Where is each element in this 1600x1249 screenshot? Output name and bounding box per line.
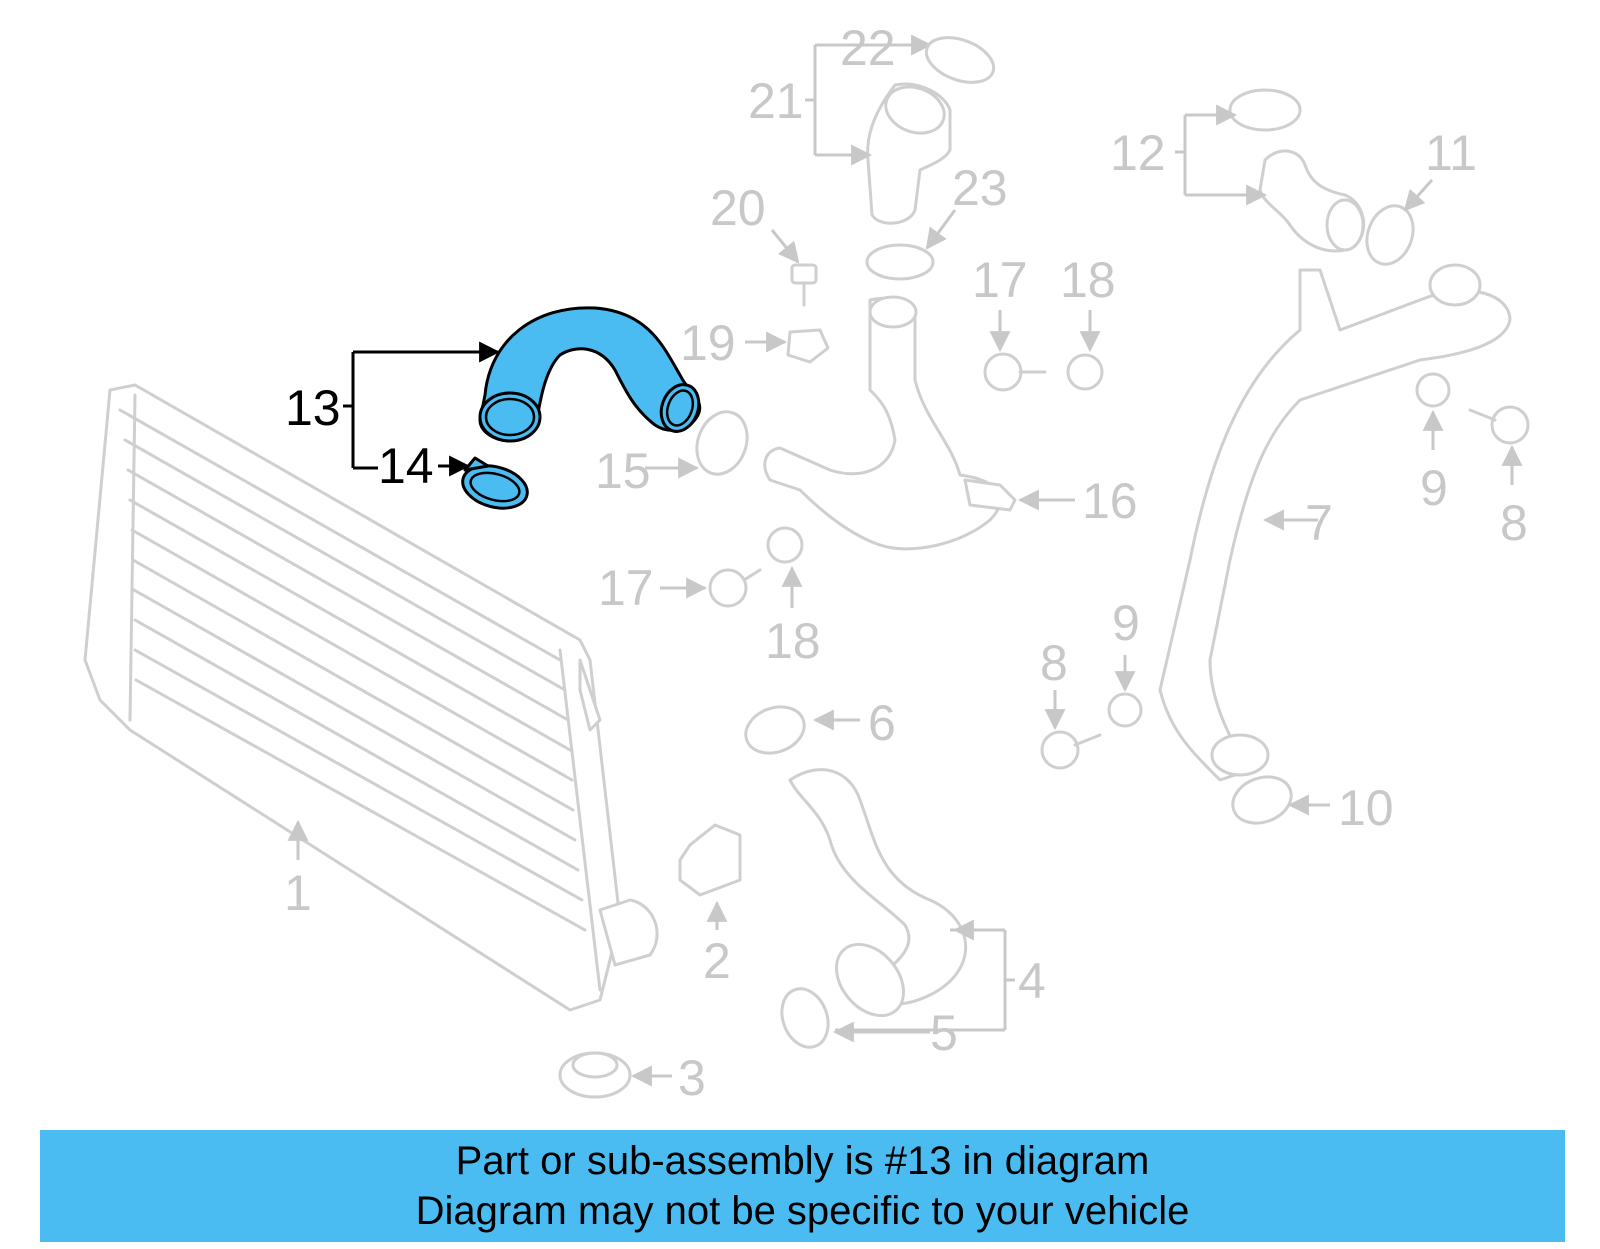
hose-clamp-14 bbox=[461, 456, 529, 510]
label-17-upper: 17 bbox=[972, 252, 1028, 308]
intercooler-radiator bbox=[83, 383, 659, 1012]
hose-clamp-10 bbox=[1231, 775, 1293, 825]
label-22: 22 bbox=[840, 20, 896, 76]
label-17-lower: 17 bbox=[598, 560, 654, 616]
label-14: 14 bbox=[378, 438, 434, 494]
label-16: 16 bbox=[1082, 473, 1138, 529]
lower-intercooler-hose bbox=[788, 768, 968, 1018]
central-charge-pipe bbox=[763, 295, 1017, 551]
label-8-right: 8 bbox=[1500, 495, 1528, 551]
bolt-20 bbox=[790, 263, 818, 307]
label-23: 23 bbox=[952, 160, 1008, 216]
label-7: 7 bbox=[1305, 495, 1333, 551]
label-15: 15 bbox=[595, 443, 651, 499]
label-11: 11 bbox=[1425, 125, 1477, 181]
grommet-9-lower bbox=[1107, 692, 1143, 728]
label-9-right: 9 bbox=[1420, 460, 1448, 516]
bracket-part bbox=[678, 823, 742, 897]
label-13: 13 bbox=[285, 380, 341, 436]
grommet-part bbox=[558, 1051, 632, 1099]
upper-hose-12 bbox=[1228, 88, 1366, 253]
hose-clamp-6 bbox=[744, 705, 806, 755]
label-8-lower: 8 bbox=[1040, 635, 1068, 691]
banner-line-1: Part or sub-assembly is #13 in diagram bbox=[455, 1139, 1150, 1183]
label-6: 6 bbox=[868, 695, 896, 751]
label-20: 20 bbox=[710, 180, 766, 236]
grommet-18-lower bbox=[766, 526, 804, 564]
bolt-17-lower bbox=[708, 568, 762, 608]
bolt-8-right bbox=[1468, 405, 1530, 445]
grommet-18-upper bbox=[1066, 353, 1104, 391]
hose-clamp-11 bbox=[1365, 204, 1415, 266]
label-10: 10 bbox=[1338, 780, 1394, 836]
label-5: 5 bbox=[930, 1005, 958, 1061]
label-4: 4 bbox=[1018, 953, 1046, 1009]
hose-clamp-15 bbox=[695, 410, 749, 476]
banner-line-2: Diagram may not be specific to your vehi… bbox=[415, 1189, 1190, 1233]
label-3: 3 bbox=[678, 1050, 706, 1106]
label-1: 1 bbox=[284, 865, 312, 921]
hose-clamp-22 bbox=[924, 36, 996, 84]
sensor-19 bbox=[786, 328, 830, 364]
label-2: 2 bbox=[703, 933, 731, 989]
label-19: 19 bbox=[680, 315, 736, 371]
part-labels: 1 2 3 4 5 6 7 8 8 9 9 10 11 12 13 14 15 … bbox=[284, 20, 1528, 1106]
hose-clamp-5 bbox=[780, 987, 830, 1049]
hose-clamp-23 bbox=[865, 243, 935, 281]
leader-13-bracket bbox=[343, 352, 355, 468]
intercooler-hose-13 bbox=[478, 306, 702, 443]
bolt-8-lower bbox=[1040, 730, 1102, 770]
label-12: 12 bbox=[1110, 125, 1166, 181]
label-18-upper: 18 bbox=[1060, 252, 1116, 308]
label-21: 21 bbox=[748, 73, 804, 129]
charge-air-pipe bbox=[1158, 263, 1512, 782]
label-18-lower: 18 bbox=[765, 613, 821, 669]
bolt-17-upper bbox=[983, 352, 1047, 392]
label-9-lower: 9 bbox=[1112, 595, 1140, 651]
grommet-9-right bbox=[1415, 372, 1451, 408]
upper-pipe-21 bbox=[866, 82, 952, 225]
info-banner: Part or sub-assembly is #13 in diagram D… bbox=[40, 1130, 1565, 1242]
